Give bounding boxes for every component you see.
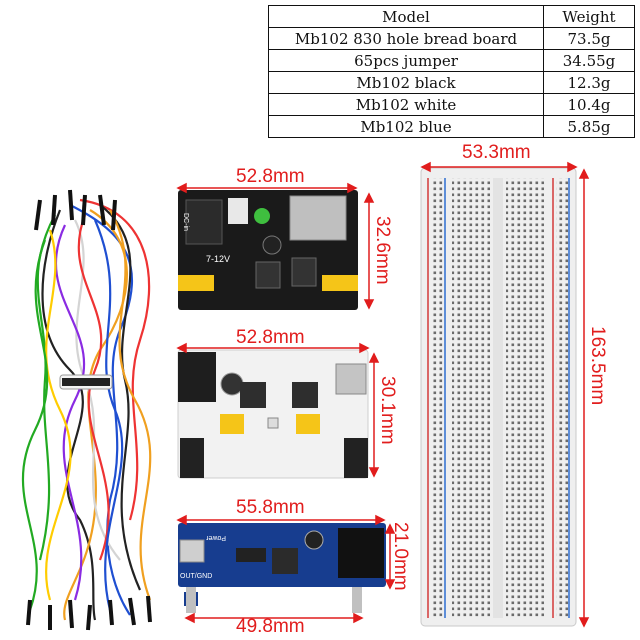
dimension-lines xyxy=(176,161,590,628)
row-weight: 10.4g xyxy=(543,93,635,116)
weight-table: Model Weight Mb102 830 hole bread board … xyxy=(268,5,635,138)
row-model: 65pcs jumper xyxy=(268,49,544,72)
blue-out-label: OUT/GND xyxy=(180,573,212,580)
blue-height-label: 21.0mm xyxy=(390,522,411,591)
table-row: 65pcs jumper 34.55g xyxy=(268,49,635,72)
table-row: Mb102 blue 5.85g xyxy=(268,115,635,138)
black-dc-label: DC-in xyxy=(182,213,189,231)
blue-width-label: 55.8mm xyxy=(236,497,305,518)
breadboard-width-label: 53.3mm xyxy=(462,142,531,163)
white-power-module xyxy=(177,349,369,479)
table-row: Mb102 white 10.4g xyxy=(268,93,635,116)
cable-tie xyxy=(59,374,113,390)
white-height-label: 30.1mm xyxy=(377,376,398,445)
row-weight: 5.85g xyxy=(543,115,635,138)
black-width-label: 52.8mm xyxy=(236,166,305,187)
white-width-label: 52.8mm xyxy=(236,327,305,348)
breadboard xyxy=(420,167,577,627)
breadboard-height-label: 163.5mm xyxy=(587,326,608,406)
black-power-module xyxy=(178,190,358,310)
black-voltage-label: 7-12V xyxy=(206,254,230,264)
jumper-wire-bundle xyxy=(21,198,152,621)
black-height-label: 32.6mm xyxy=(372,216,393,285)
blue-power-module xyxy=(178,523,386,613)
jumper-wire-tips xyxy=(26,189,152,631)
blue-pin-width-label: 49.8mm xyxy=(236,616,305,637)
blue-power-label: Power xyxy=(205,534,226,541)
row-weight: 34.55g xyxy=(543,49,635,72)
row-model: Mb102 blue xyxy=(268,115,544,138)
